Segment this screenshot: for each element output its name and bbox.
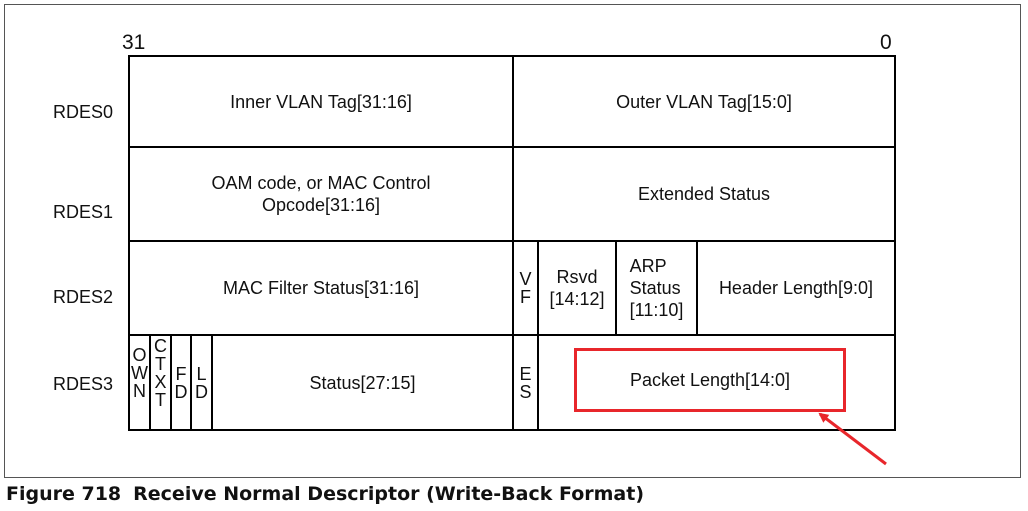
- arp-status-field: ARP Status [11:10]: [615, 240, 698, 336]
- header-length-field: Header Length[9:0]: [696, 240, 896, 336]
- mac-filter-status-field: MAC Filter Status[31:16]: [128, 240, 514, 336]
- figure-title: Receive Normal Descriptor (Write-Back Fo…: [133, 483, 645, 505]
- ctxt-letter-t2: T: [155, 390, 166, 410]
- status-field: Status[27:15]: [211, 334, 514, 431]
- figure-number: Figure 718: [6, 483, 122, 505]
- ctxt-letter-t: T: [155, 354, 166, 374]
- fd-letter-f: F: [175, 363, 187, 384]
- row-label-rdes2: RDES2: [53, 287, 114, 307]
- ld-letter-d: D: [195, 381, 208, 402]
- own-letter-w: W: [131, 363, 148, 383]
- es-letter-e: E: [519, 363, 532, 384]
- arp-status-label-line3: [11:10]: [629, 300, 684, 320]
- own-letter-o: O: [132, 345, 147, 365]
- vf-letter-v: V: [519, 269, 532, 289]
- own-letter-n: N: [133, 381, 146, 401]
- outer-vlan-tag-label: Outer VLAN Tag[15:0]: [616, 91, 792, 112]
- rsvd-label-line1: Rsvd: [556, 267, 598, 287]
- status-label: Status[27:15]: [309, 372, 416, 393]
- fd-letter-d: D: [174, 381, 188, 402]
- oam-code-label-line2: Opcode[31:16]: [261, 195, 381, 215]
- arp-status-label-line2: Status: [629, 278, 681, 298]
- extended-status-label: Extended Status: [637, 184, 771, 204]
- ctxt-letter-c: C: [154, 336, 167, 356]
- row-label-rdes0: RDES0: [53, 102, 114, 122]
- vf-letter-f: F: [519, 287, 531, 307]
- bit-0-label: 0: [880, 31, 892, 54]
- ctxt-letter-x: X: [154, 372, 167, 392]
- row-label-rdes1: RDES1: [53, 202, 114, 222]
- inner-vlan-tag-field: Inner VLAN Tag[31:16]: [128, 55, 514, 148]
- rsvd-field: Rsvd [14:12]: [537, 240, 617, 336]
- bit-31-label: 31: [122, 31, 146, 54]
- row-label-rdes3: RDES3: [53, 374, 114, 394]
- arrow-line: [818, 412, 887, 466]
- packet-length-label: Packet Length[14:0]: [629, 369, 791, 390]
- es-letter-s: S: [519, 381, 532, 402]
- oam-code-label-line1: OAM code, or MAC Control: [211, 173, 431, 193]
- header-length-label: Header Length[9:0]: [718, 278, 874, 298]
- rsvd-label-line2: [14:12]: [549, 289, 605, 309]
- inner-vlan-tag-label: Inner VLAN Tag[31:16]: [230, 91, 412, 112]
- figure-caption: Figure 718 Receive Normal Descriptor (Wri…: [6, 483, 644, 505]
- mac-filter-status-label: MAC Filter Status[31:16]: [222, 278, 420, 298]
- ld-letter-l: L: [196, 363, 207, 384]
- own-field: O W N: [128, 334, 151, 431]
- arp-status-label-line1: ARP: [629, 256, 667, 276]
- packet-length-highlight: Packet Length[14:0]: [574, 348, 846, 412]
